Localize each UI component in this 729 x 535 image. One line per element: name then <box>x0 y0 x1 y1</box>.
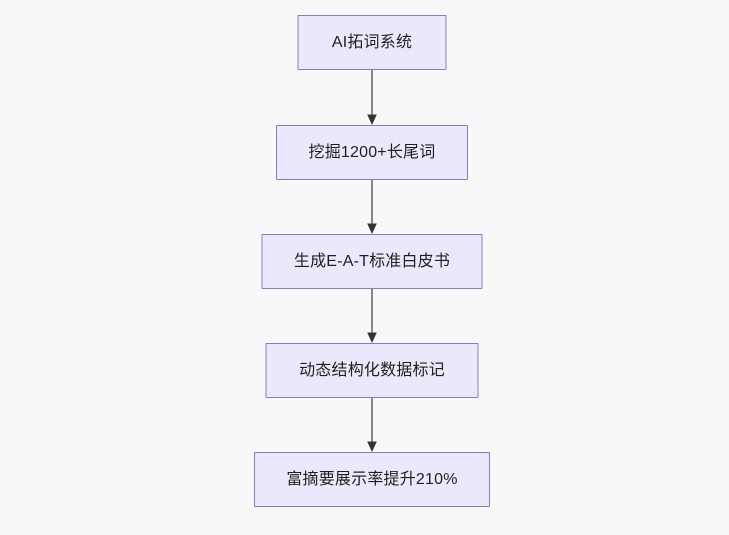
flow-node-label: 挖掘1200+长尾词 <box>308 143 436 161</box>
flow-node-label: AI拓词系统 <box>331 33 413 51</box>
flow-edge-n4-n5 <box>366 398 378 452</box>
flow-node-ai-keyword-system[interactable]: AI拓词系统 <box>297 15 447 70</box>
flow-edge-n3-n4 <box>366 289 378 343</box>
flow-node-label: 生成E-A-T标准白皮书 <box>293 252 451 270</box>
flow-node-dynamic-structured-data-markup[interactable]: 动态结构化数据标记 <box>265 343 479 398</box>
flow-node-generate-eat-whitepaper[interactable]: 生成E-A-T标准白皮书 <box>261 234 483 289</box>
flow-node-label: 动态结构化数据标记 <box>299 361 445 379</box>
flow-node-rich-snippet-rate-increase[interactable]: 富摘要展示率提升210% <box>254 452 490 507</box>
flow-node-label: 富摘要展示率提升210% <box>286 470 458 488</box>
flow-edge-n2-n3 <box>366 180 378 234</box>
flow-node-mine-longtail-keywords[interactable]: 挖掘1200+长尾词 <box>276 125 468 180</box>
flow-edge-n1-n2 <box>366 70 378 125</box>
